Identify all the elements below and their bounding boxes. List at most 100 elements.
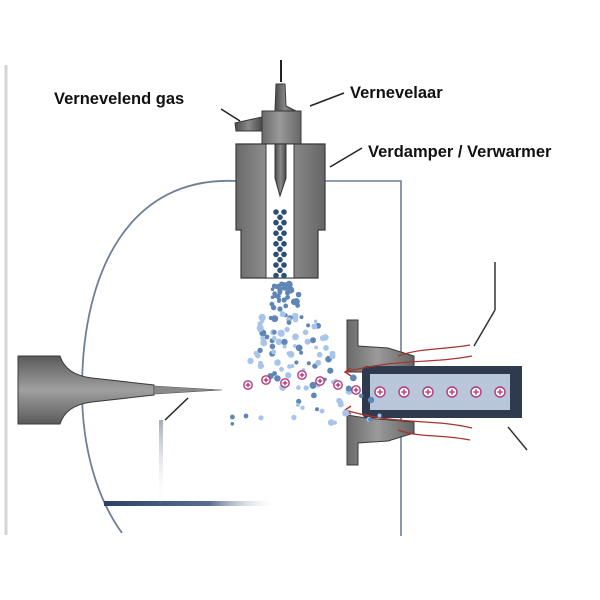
droplet <box>271 349 277 355</box>
corona-needle-tip <box>153 385 223 395</box>
droplet <box>329 353 336 360</box>
droplet <box>273 209 279 215</box>
droplet <box>310 337 316 344</box>
droplet <box>277 306 283 312</box>
droplet <box>281 338 288 346</box>
droplet <box>277 256 283 263</box>
positive-ion <box>494 386 506 398</box>
droplet <box>349 374 357 382</box>
leader-vaporizer <box>329 147 363 168</box>
droplet <box>319 335 326 342</box>
label-nebulizing-gas: Vernevelend gas <box>54 90 185 108</box>
droplet <box>257 321 263 327</box>
droplet <box>294 360 299 365</box>
leader-lower-right <box>507 426 528 451</box>
positive-ion <box>398 386 410 398</box>
positive-ion <box>446 386 458 398</box>
positive-ion <box>333 380 343 390</box>
droplet <box>284 326 290 333</box>
droplet <box>282 344 287 349</box>
leader-nebulizing-gas <box>220 108 241 122</box>
droplet <box>300 405 305 410</box>
droplet <box>285 280 293 288</box>
droplet <box>295 291 302 298</box>
droplet <box>282 282 287 287</box>
positive-ion <box>315 376 325 386</box>
droplet <box>270 295 275 300</box>
droplet <box>281 230 287 236</box>
droplet <box>292 333 299 341</box>
droplet <box>311 392 317 399</box>
droplet <box>272 371 277 376</box>
droplet <box>327 367 334 374</box>
droplet <box>277 329 285 337</box>
droplet <box>281 285 287 291</box>
droplet <box>281 251 287 258</box>
droplet <box>272 330 277 335</box>
droplet <box>367 396 375 404</box>
droplet <box>269 343 276 350</box>
droplet <box>258 313 266 321</box>
droplet <box>293 317 299 323</box>
droplet <box>316 351 323 358</box>
leader-nebulizer <box>309 92 345 107</box>
droplet <box>303 385 309 391</box>
droplet <box>277 235 283 242</box>
droplet <box>286 351 291 356</box>
positive-ion <box>422 386 434 398</box>
gas-flow-lower-outer <box>397 429 471 441</box>
droplet <box>273 241 279 247</box>
droplet <box>290 298 298 306</box>
droplet <box>273 219 279 226</box>
positive-ion <box>470 386 482 398</box>
gas-flow-group <box>343 344 473 441</box>
droplet <box>285 294 290 300</box>
positive-ion <box>351 385 361 395</box>
gas-flow-lower <box>344 409 473 429</box>
gas-flow-upper <box>344 355 473 373</box>
droplet <box>293 344 297 348</box>
droplet <box>281 241 287 247</box>
droplet <box>302 329 309 336</box>
droplet <box>268 315 273 321</box>
droplet <box>273 251 279 258</box>
droplet <box>271 315 279 323</box>
droplet <box>281 219 287 226</box>
ion-transfer-tube-cap <box>510 366 522 418</box>
droplet <box>258 360 263 366</box>
droplet <box>286 320 292 325</box>
droplet <box>275 338 283 346</box>
nebulizer-capillary-tip <box>274 143 287 198</box>
positive-ion <box>261 375 271 385</box>
droplet <box>281 272 287 279</box>
droplet <box>299 350 304 355</box>
droplet <box>323 345 329 351</box>
droplet <box>274 375 281 382</box>
droplet <box>270 287 275 292</box>
droplet <box>285 372 292 379</box>
droplet <box>295 344 303 352</box>
droplet <box>230 414 235 420</box>
gas-flow-upper-outer <box>397 344 471 357</box>
label-vaporizer-heater: Verdamper / Verwarmer <box>368 143 552 161</box>
droplet-plume <box>230 209 382 426</box>
droplet <box>377 413 382 418</box>
droplet <box>291 414 297 421</box>
droplet <box>315 407 319 412</box>
droplet <box>342 409 350 417</box>
droplet <box>273 230 279 236</box>
droplet <box>313 319 318 324</box>
positive-ion <box>297 370 307 380</box>
inlet-flange-lower <box>346 414 415 466</box>
droplet <box>368 417 373 422</box>
droplet <box>247 357 254 365</box>
droplet <box>269 301 275 307</box>
droplet <box>257 326 264 332</box>
droplet <box>258 415 264 421</box>
droplet <box>287 286 295 294</box>
droplet <box>281 297 287 303</box>
needle-support-fade <box>159 420 163 506</box>
droplet <box>260 339 268 347</box>
droplet <box>304 338 311 345</box>
droplet <box>290 364 295 368</box>
